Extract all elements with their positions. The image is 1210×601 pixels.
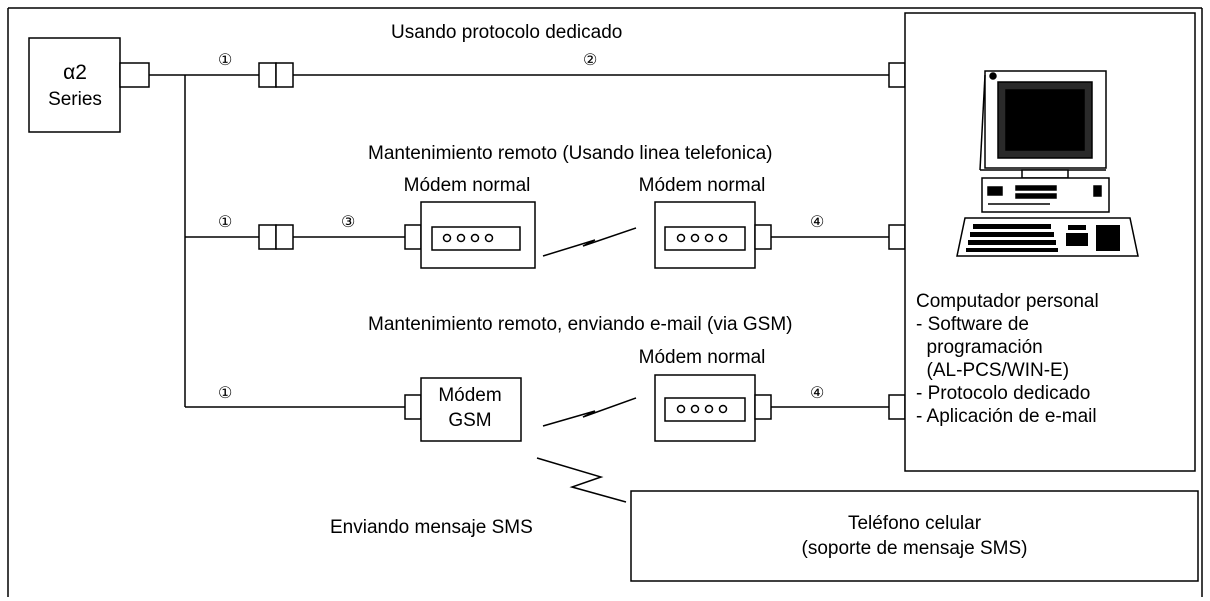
pc-item: - Aplicación de e-mail (916, 406, 1097, 427)
phone-subtitle: (soporte de mensaje SMS) (801, 538, 1028, 559)
pc-item: - Protocolo dedicado (916, 383, 1091, 404)
adapter-1 (258, 62, 294, 88)
cable-number-3: ③ (341, 214, 356, 231)
phone-title: Teléfono celular (847, 513, 982, 534)
modem-normal-1 (404, 201, 536, 269)
cable-bus (149, 74, 889, 408)
modem-normal-3 (654, 374, 772, 442)
route-gsm-label: Mantenimiento remoto, enviando e-mail (v… (368, 314, 793, 335)
pc-item: programación (916, 337, 1043, 358)
plc-series: Series (48, 89, 102, 110)
outer-frame (7, 7, 1203, 597)
modem-normal-3-label: Módem normal (638, 347, 766, 368)
wireless-link-icons (536, 227, 637, 503)
modem-gsm-label-2: GSM (448, 410, 492, 431)
sms-label: Enviando mensaje SMS (330, 517, 533, 538)
pc-connectors (888, 62, 906, 420)
phone-box (630, 490, 1199, 582)
modem-normal-1-label: Módem normal (403, 175, 531, 196)
plc-name: α2 (63, 61, 87, 84)
pc-title: Computador personal (916, 291, 1099, 312)
cable-number-1c: ① (218, 385, 233, 402)
cable-number-2: ② (583, 52, 598, 69)
route-phone-label: Mantenimiento remoto (Usando linea telef… (368, 143, 773, 164)
pc-item: (AL-PCS/WIN-E) (916, 360, 1070, 381)
modem-gsm-label-1: Módem (438, 385, 502, 406)
route-dedicated-label: Usando protocolo dedicado (391, 22, 623, 43)
cable-number-4a: ④ (810, 214, 825, 231)
adapter-2 (258, 224, 294, 250)
computer-icon (956, 70, 1139, 257)
pc-item: - Software de (916, 314, 1029, 335)
cable-number-1a: ① (218, 52, 233, 69)
modem-normal-2 (654, 201, 772, 269)
cable-number-1b: ① (218, 214, 233, 231)
modem-gsm (404, 377, 522, 442)
modem-normal-2-label: Módem normal (638, 175, 766, 196)
plc-unit (28, 37, 150, 133)
cable-number-4b: ④ (810, 385, 825, 402)
